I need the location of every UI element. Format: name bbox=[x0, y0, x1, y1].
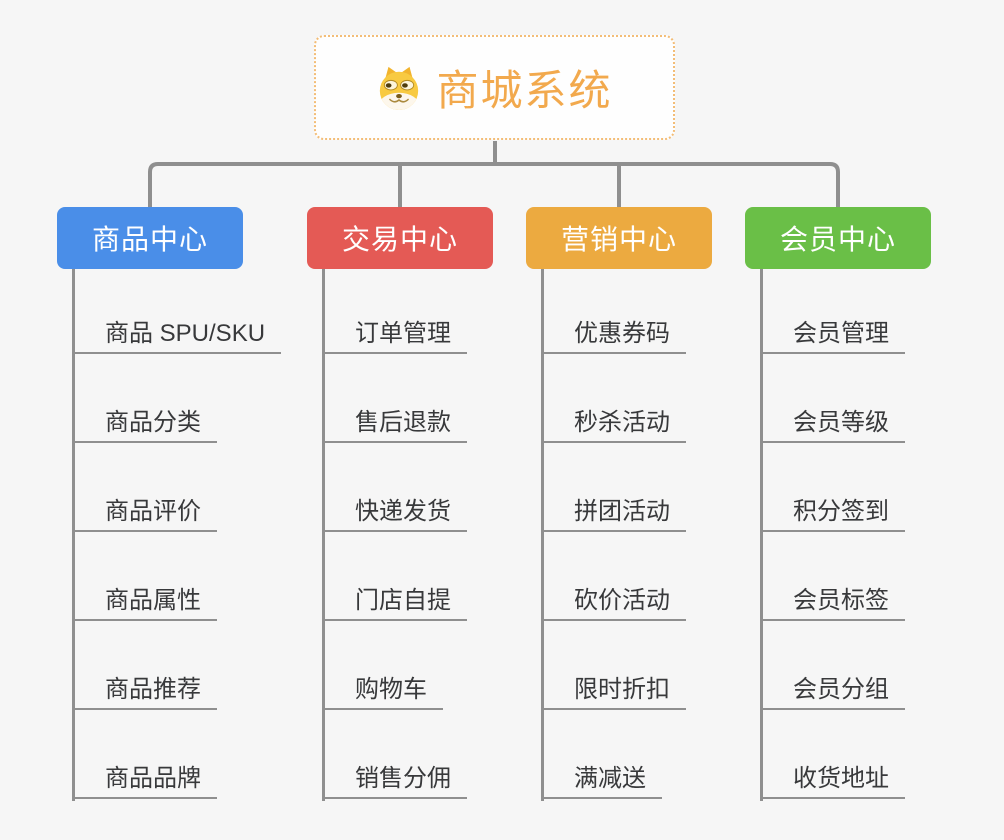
branch-node-product[interactable]: 商品中心 bbox=[57, 207, 243, 269]
sub-item[interactable]: 积分签到 bbox=[760, 494, 905, 532]
sub-item[interactable]: 订单管理 bbox=[322, 316, 467, 354]
sub-item[interactable]: 会员等级 bbox=[760, 405, 905, 443]
branch-label: 会员中心 bbox=[779, 224, 896, 255]
sub-item[interactable]: 砍价活动 bbox=[541, 583, 686, 621]
branch-trade-center: 交易中心 订单管理售后退款快递发货门店自提购物车销售分佣 bbox=[307, 207, 597, 807]
doge-icon bbox=[380, 66, 419, 110]
sub-item[interactable]: 商品推荐 bbox=[72, 672, 217, 710]
branch-trunk-line bbox=[72, 269, 75, 801]
branch-label: 营销中心 bbox=[560, 224, 677, 255]
sub-item[interactable]: 商品分类 bbox=[72, 405, 217, 443]
sub-item[interactable]: 销售分佣 bbox=[322, 761, 467, 799]
branch-trunk-line bbox=[541, 269, 544, 801]
sub-item[interactable]: 优惠券码 bbox=[541, 316, 686, 354]
sub-item[interactable]: 商品评价 bbox=[72, 494, 217, 532]
sub-item[interactable]: 会员管理 bbox=[760, 316, 905, 354]
branch-label: 商品中心 bbox=[91, 224, 208, 255]
sub-item[interactable]: 门店自提 bbox=[322, 583, 467, 621]
sub-item[interactable]: 会员分组 bbox=[760, 672, 905, 710]
branch-label: 交易中心 bbox=[341, 224, 458, 255]
sub-item[interactable]: 会员标签 bbox=[760, 583, 905, 621]
sub-item[interactable]: 满减送 bbox=[541, 761, 662, 799]
sub-item[interactable]: 商品 SPU/SKU bbox=[72, 316, 282, 354]
sub-item[interactable]: 快递发货 bbox=[322, 494, 467, 532]
branch-marketing-center: 营销中心 优惠券码秒杀活动拼团活动砍价活动限时折扣满减送 bbox=[526, 207, 816, 807]
root-node[interactable]: 商城系统 bbox=[314, 35, 675, 140]
branch-trunk-line bbox=[322, 269, 325, 801]
branch-trunk-line bbox=[760, 269, 763, 801]
sub-item[interactable]: 售后退款 bbox=[322, 405, 467, 443]
branch-product-center: 商品中心 商品 SPU/SKU 商品分类商品评价商品属性商品推荐商品品牌 bbox=[57, 207, 347, 807]
sub-item[interactable]: 购物车 bbox=[322, 672, 443, 710]
sub-item[interactable]: 秒杀活动 bbox=[541, 405, 686, 443]
sub-item[interactable]: 拼团活动 bbox=[541, 494, 686, 532]
sub-item[interactable]: 商品属性 bbox=[72, 583, 217, 621]
sub-item[interactable]: 限时折扣 bbox=[541, 672, 686, 710]
branch-member-center: 会员中心 会员管理会员等级积分签到会员标签会员分组收货地址 bbox=[745, 207, 1004, 807]
sub-item[interactable]: 收货地址 bbox=[760, 761, 905, 799]
root-title: 商城系统 bbox=[436, 67, 613, 114]
sub-item[interactable]: 商品品牌 bbox=[72, 761, 217, 799]
branch-node-marketing[interactable]: 营销中心 bbox=[526, 207, 712, 269]
branch-node-trade[interactable]: 交易中心 bbox=[307, 207, 493, 269]
branch-node-member[interactable]: 会员中心 bbox=[745, 207, 931, 269]
